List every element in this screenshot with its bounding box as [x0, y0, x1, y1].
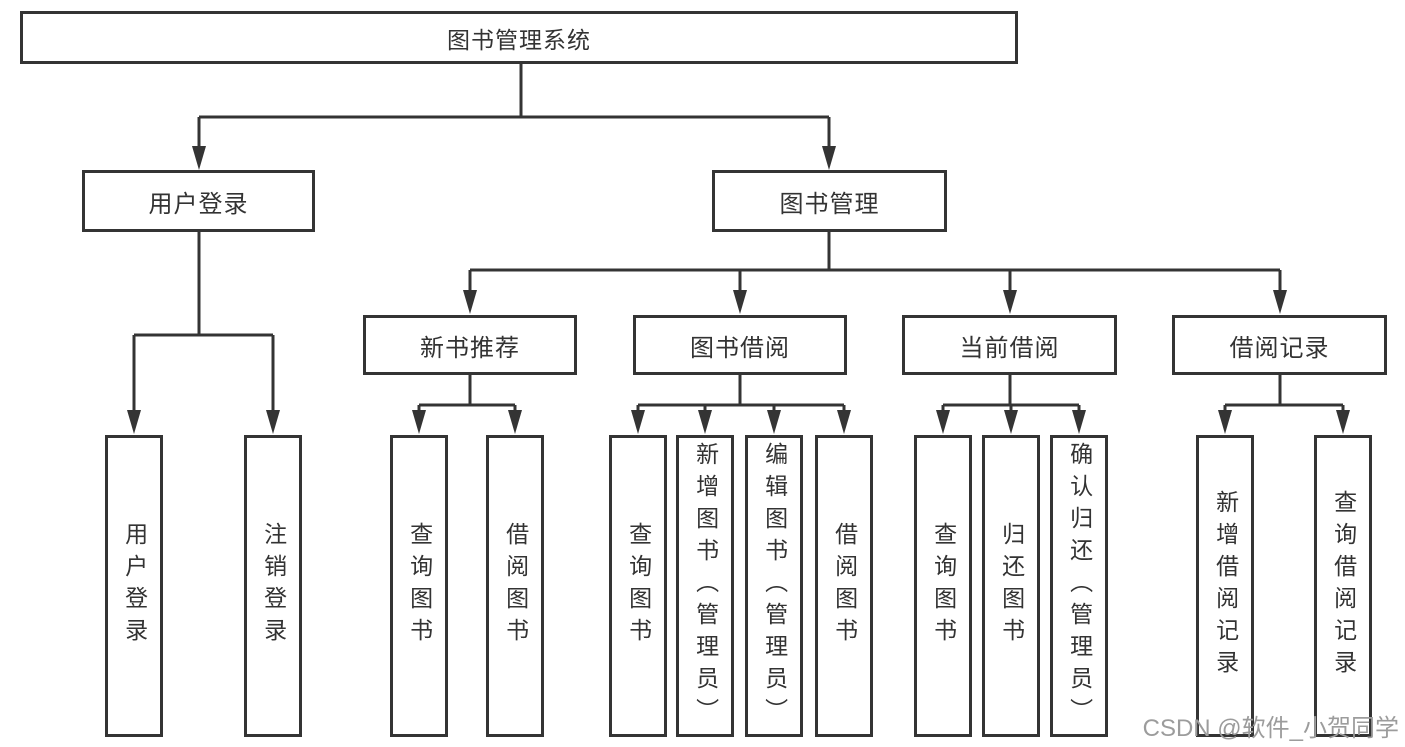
watermark: CSDN @软件_小贺同学: [1142, 715, 1399, 742]
node-label: 新书推荐: [420, 334, 520, 362]
leaf-borrow-books: 借阅图书: [815, 435, 873, 737]
arrow-down-icon: [1273, 290, 1287, 314]
arrow-down-icon: [1336, 410, 1350, 434]
node-label: 借阅图书: [831, 522, 858, 650]
node-label: 查询图书: [406, 522, 433, 650]
node-book-management: 图书管理: [712, 170, 947, 232]
leaf-query-borrow-record: 查询借阅记录: [1314, 435, 1372, 737]
leaf-query-books-current: 查询图书: [914, 435, 972, 737]
node-label: 查询图书: [930, 522, 957, 650]
arrowhead-icons: [127, 146, 1350, 434]
arrow-down-icon: [822, 146, 836, 170]
node-label: 用户登录: [121, 522, 148, 650]
arrow-down-icon: [767, 410, 781, 434]
leaf-return-books: 归还图书: [982, 435, 1040, 737]
node-label: 用户登录: [148, 190, 249, 218]
arrow-down-icon: [837, 410, 851, 434]
node-label: 当前借阅: [959, 334, 1060, 362]
leaf-edit-books-admin: 编辑图书（管理员）: [745, 435, 803, 737]
arrow-down-icon: [412, 410, 426, 434]
node-current-borrow: 当前借阅: [902, 315, 1117, 375]
leaf-add-borrow-record: 新增借阅记录: [1196, 435, 1254, 737]
arrow-down-icon: [1003, 290, 1017, 314]
arrow-down-icon: [733, 290, 747, 314]
node-user-login: 用户登录: [82, 170, 315, 232]
node-label: 新增借阅记录: [1212, 490, 1239, 682]
leaf-query-books-borrow: 查询图书: [609, 435, 667, 737]
node-label: 借阅图书: [502, 522, 529, 650]
arrow-down-icon: [698, 410, 712, 434]
leaf-logout: 注销登录: [244, 435, 302, 737]
node-label: 图书借阅: [690, 334, 790, 362]
arrow-down-icon: [631, 410, 645, 434]
arrow-down-icon: [463, 290, 477, 314]
leaf-confirm-return-admin: 确认归还（管理员）: [1050, 435, 1108, 737]
leaf-user-login: 用户登录: [105, 435, 163, 737]
node-root: 图书管理系统: [20, 11, 1018, 64]
node-label: 编辑图书（管理员）: [761, 442, 788, 730]
node-label: 查询图书: [625, 522, 652, 650]
arrow-down-icon: [1218, 410, 1232, 434]
node-new-book-recommend: 新书推荐: [363, 315, 577, 375]
arrow-down-icon: [508, 410, 522, 434]
node-label: 查询借阅记录: [1330, 490, 1357, 682]
node-label: 注销登录: [260, 522, 287, 650]
leaf-query-books-recommend: 查询图书: [390, 435, 448, 737]
leaf-borrow-books-recommend: 借阅图书: [486, 435, 544, 737]
arrow-down-icon: [1072, 410, 1086, 434]
arrow-down-icon: [936, 410, 950, 434]
arrow-down-icon: [1004, 410, 1018, 434]
arrow-down-icon: [127, 410, 141, 434]
node-label: 图书管理系统: [447, 26, 591, 53]
node-label: 图书管理: [779, 190, 880, 218]
node-label: 确认归还（管理员）: [1066, 442, 1093, 730]
node-label: 归还图书: [998, 522, 1025, 650]
node-borrow-records: 借阅记录: [1172, 315, 1387, 375]
node-label: 借阅记录: [1229, 334, 1330, 362]
arrow-down-icon: [266, 410, 280, 434]
node-label: 新增图书（管理员）: [692, 442, 719, 730]
node-book-borrow: 图书借阅: [633, 315, 847, 375]
arrow-down-icon: [192, 146, 206, 170]
leaf-add-books-admin: 新增图书（管理员）: [676, 435, 734, 737]
